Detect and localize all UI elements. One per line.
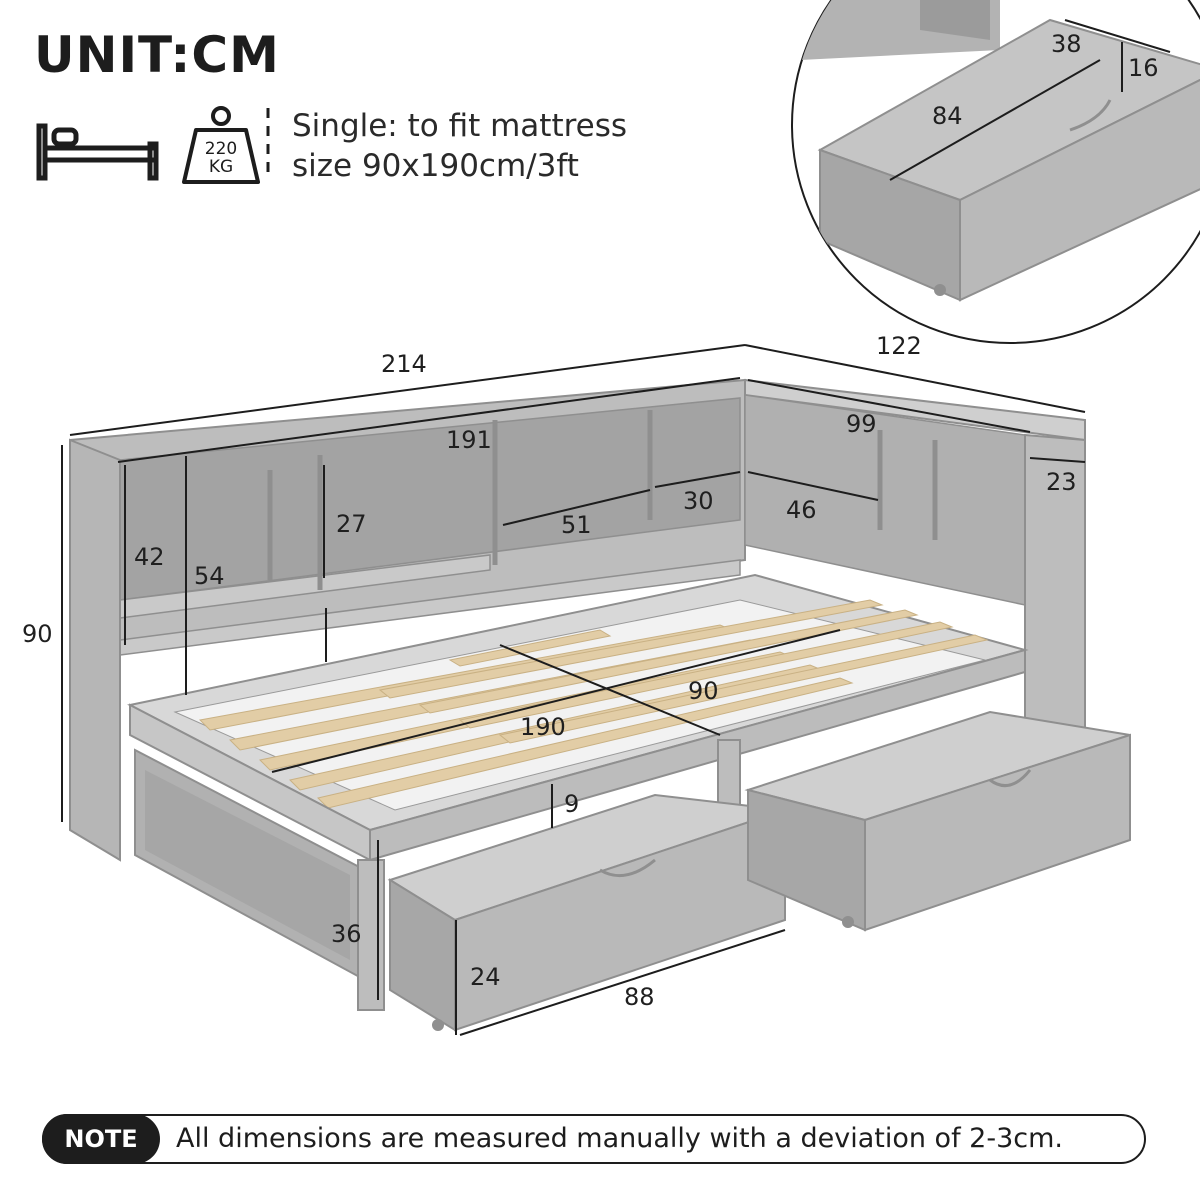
- dim-mattress-width: 90: [688, 677, 719, 705]
- note-badge: NOTE: [42, 1114, 160, 1164]
- dim-drawer-length: 88: [624, 983, 655, 1011]
- mattress-spec: Single: to fit mattress size 90x190cm/3f…: [292, 106, 627, 186]
- note-bar: NOTE All dimensions are measured manuall…: [42, 1114, 1146, 1164]
- weight-unit: KG: [209, 157, 233, 177]
- dim-inset-drawer-height: 16: [1128, 54, 1159, 82]
- dim-overall-length: 214: [381, 350, 427, 378]
- drawer-front: [387, 793, 786, 1032]
- weight-value: 220: [205, 139, 237, 159]
- bed-diagram: [61, 0, 1200, 1036]
- spec-line-2: size 90x190cm/3ft: [292, 148, 579, 184]
- dim-side-shelf-length: 99: [846, 410, 877, 438]
- spec-line-1: Single: to fit mattress: [292, 108, 628, 144]
- dim-mattress-length: 190: [520, 713, 566, 741]
- dim-shelf-27: 27: [336, 510, 367, 538]
- dim-bookcase-inner-length: 191: [446, 426, 492, 454]
- dim-overall-height: 90: [22, 620, 53, 648]
- dim-compartment-30: 30: [683, 487, 714, 515]
- dim-clearance-height: 36: [331, 920, 362, 948]
- spec-icons: 220 KG: [36, 106, 270, 184]
- dim-compartment-51: 51: [561, 511, 592, 539]
- dim-side-shelf-depth: 23: [1046, 468, 1077, 496]
- dim-compartment-46: 46: [786, 496, 817, 524]
- dim-inset-drawer-length: 84: [932, 102, 963, 130]
- daybed-illustration: [69, 378, 1131, 1032]
- dim-overall-width: 122: [876, 332, 922, 360]
- dim-shelf-54: 54: [194, 562, 225, 590]
- page-title: UNIT:CM: [34, 26, 280, 84]
- drawer-right: [744, 710, 1131, 932]
- dimension-lines: [61, 344, 1086, 1036]
- inset-dimension-lines: [889, 19, 1171, 181]
- dim-slat-depth: 9: [564, 790, 580, 818]
- weight-icon: [182, 106, 260, 184]
- note-text: All dimensions are measured manually wit…: [176, 1123, 1063, 1154]
- bed-icon: [36, 123, 159, 181]
- slats: [198, 599, 989, 809]
- dim-shelf-42: 42: [134, 543, 165, 571]
- drawer-detail-inset: [791, 0, 1200, 344]
- dim-inset-drawer-width: 38: [1051, 30, 1082, 58]
- dim-drawer-height: 24: [470, 963, 501, 991]
